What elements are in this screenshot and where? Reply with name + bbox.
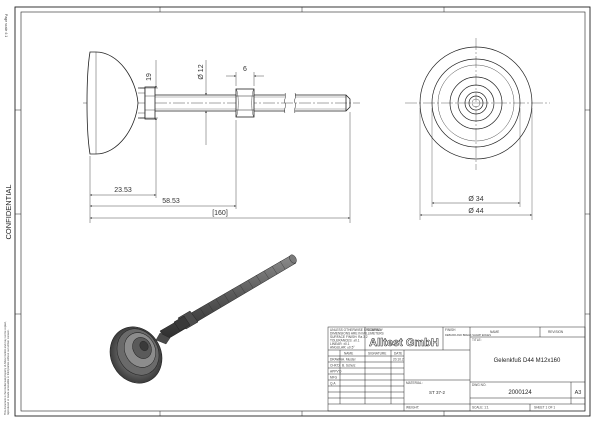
- dim-6: 6: [243, 66, 247, 73]
- inner-border: [20, 11, 586, 412]
- tb-chkd-label: CHK'D: [330, 364, 340, 368]
- tb-sheet-label: SHEET 1 OF 1: [534, 406, 555, 410]
- tb-col-signature: SIGNATURE: [368, 352, 386, 356]
- dim-23-53: 23.53: [114, 187, 132, 194]
- tb-col-name: NAME: [344, 352, 353, 356]
- front-outer-circle: [419, 46, 533, 160]
- hex-nut: [235, 88, 255, 118]
- tb-notes-6: ANGULAR: ±0.5°: [330, 346, 355, 350]
- tb-notes-4: TOLERANCES: ±0.1: [330, 339, 360, 343]
- isometric-view: [109, 254, 297, 384]
- tb-title-value: Gelenkfuß D44 M12x160: [494, 358, 561, 364]
- dim-19: 19: [146, 73, 153, 81]
- side-dimensions: [89, 60, 351, 223]
- tb-revision-label: REVISION: [548, 330, 564, 334]
- tb-drawn-name: A. Muster: [342, 358, 357, 362]
- tb-drawn-label: DRAWN: [330, 358, 343, 362]
- tb-top-right-label: NAME: [490, 330, 499, 334]
- notice-line-2: reproduced or made accessible to third p…: [6, 329, 10, 415]
- tb-dwg-label: DWG NO.: [472, 383, 486, 387]
- tb-company-label: COMPANY: [367, 328, 384, 332]
- tb-notes-5: LINEAR: ±0.1: [330, 342, 350, 346]
- outer-border: [14, 6, 591, 417]
- tb-qa-label: Q.A: [330, 382, 336, 386]
- tb-notes-2: DIMENSIONS ARE IN MILLIMETERS: [330, 332, 384, 336]
- tb-chkd-name: B. Schulz: [342, 364, 356, 368]
- tb-drawn-date: 20.10.2: [393, 358, 404, 362]
- notice-line-1: This document is the intellectual proper…: [3, 321, 7, 415]
- collar-nut: [144, 86, 156, 120]
- zone-ticks: [15, 7, 590, 416]
- tb-notes-3: SURFACE FINISH: Ra 3.2: [330, 335, 368, 339]
- tb-appvd-label: APPV'D: [330, 370, 342, 374]
- tb-company-name: Alltest GmbH: [369, 337, 439, 349]
- tb-title-label: TITLE:: [472, 338, 482, 342]
- dim-d34: Ø 34: [468, 196, 483, 203]
- dim-d44: Ø 44: [468, 208, 483, 215]
- tb-scale-label: SCALE: 1:1: [472, 406, 489, 410]
- dim-58-53: 58.53: [162, 198, 180, 205]
- title-block-lines: [327, 326, 586, 412]
- tb-dwg-value: 2000124: [508, 390, 532, 396]
- page-scale-label: Page scale 4:1: [4, 14, 8, 37]
- tb-weight-label: WEIGHT:: [406, 406, 419, 410]
- tb-size-value: A3: [575, 390, 582, 396]
- threaded-rod: [155, 94, 351, 112]
- tb-material-value: ST 37-2: [429, 390, 445, 395]
- tb-material-label: MATERIAL:: [406, 381, 423, 385]
- tb-deburr-label: DEBURR AND BREAK SHARP EDGES: [445, 333, 491, 337]
- tb-finish-label: FINISH: [445, 328, 456, 332]
- tb-col-date: DATE: [394, 352, 402, 356]
- front-view: [405, 38, 550, 220]
- tb-notes-1: UNLESS OTHERWISE SPECIFIED:: [330, 328, 382, 332]
- confidential-label: CONFIDENTIAL: [4, 184, 13, 239]
- foot-dome: [86, 51, 139, 155]
- dim-d12: Ø 12: [198, 64, 205, 79]
- dim-160: [160]: [212, 210, 228, 217]
- tb-mfg-label: MFG: [330, 376, 338, 380]
- side-view: [83, 51, 360, 155]
- title-block: UNLESS OTHERWISE SPECIFIED: DIMENSIONS A…: [330, 328, 581, 410]
